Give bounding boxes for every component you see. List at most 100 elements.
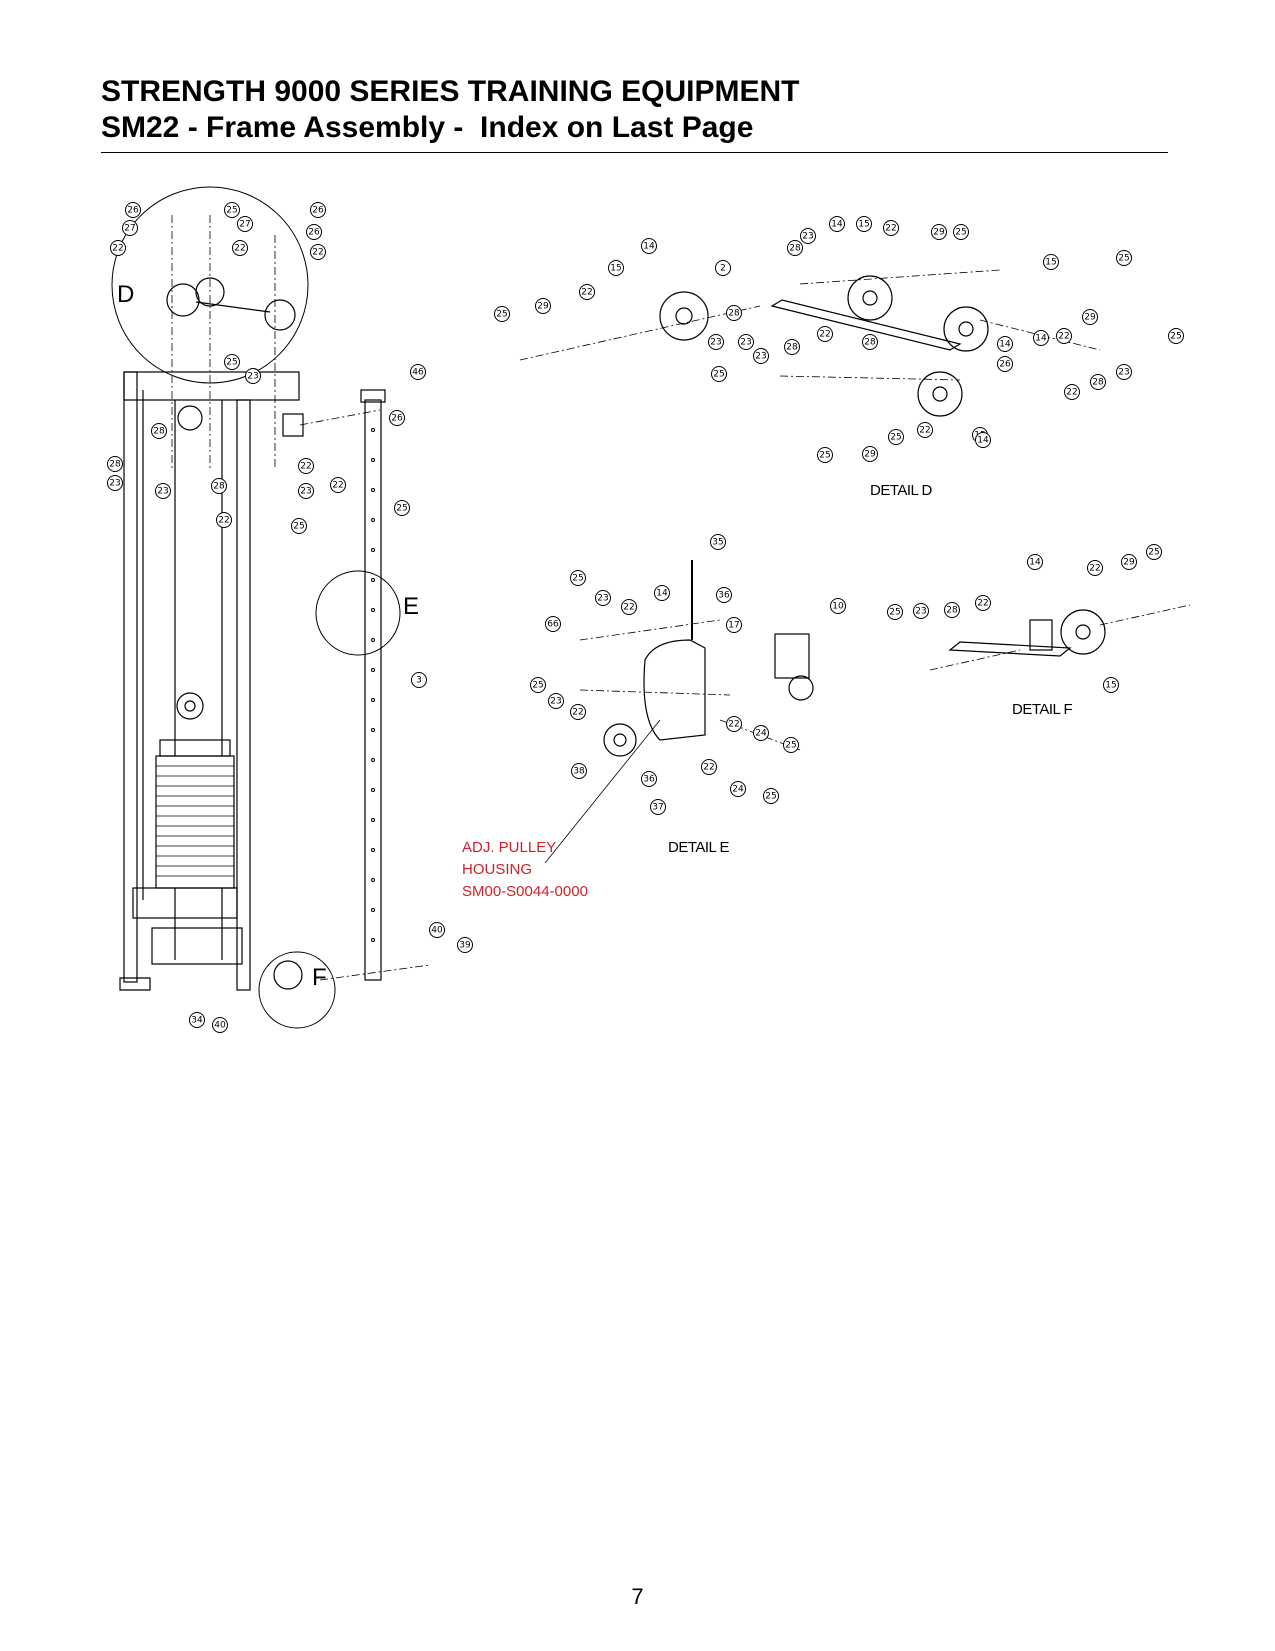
callout-detail-d-29: 29: [535, 298, 551, 314]
callout-detail-f-25: 25: [887, 604, 903, 620]
detail-d-marker: D: [117, 281, 134, 308]
svg-text:28: 28: [1092, 378, 1104, 388]
svg-text:23: 23: [755, 352, 766, 362]
svg-text:15: 15: [1105, 681, 1116, 691]
callout-detail-e-37: 37: [650, 799, 666, 815]
callout-detail-d-22: 22: [1064, 384, 1080, 400]
svg-text:25: 25: [890, 433, 901, 443]
callout-detail-e-25: 25: [570, 570, 586, 586]
detail-f-label: DETAIL F: [1012, 701, 1073, 718]
callout-detail-d-14: 14: [1033, 330, 1049, 346]
svg-text:25: 25: [1118, 254, 1129, 264]
svg-text:25: 25: [955, 228, 966, 238]
top-pulley: [177, 405, 203, 431]
svg-text:29: 29: [933, 228, 945, 238]
callout-main-25: 25: [224, 354, 240, 370]
svg-text:23: 23: [247, 372, 258, 382]
callout-detail-d-23: 23: [1116, 364, 1132, 380]
svg-text:17: 17: [728, 621, 739, 631]
frame-right-post: [236, 399, 251, 991]
svg-text:34: 34: [191, 1016, 203, 1026]
svg-text:35: 35: [712, 538, 723, 548]
callout-detail-d-14: 14: [997, 336, 1013, 352]
svg-text:14: 14: [831, 220, 843, 230]
callout-detail-d-28: 28: [726, 305, 742, 321]
callout-detail-d-28: 28: [787, 240, 803, 256]
svg-text:22: 22: [885, 224, 896, 234]
svg-text:23: 23: [1118, 368, 1129, 378]
callout-detail-d-26: 26: [997, 356, 1013, 372]
page-number: 7: [631, 1584, 644, 1609]
callout-detail-d-14: 14: [829, 216, 845, 232]
callout-detail-e-22: 22: [701, 759, 717, 775]
callout-detail-e-23: 23: [548, 693, 564, 709]
svg-text:29: 29: [864, 450, 876, 460]
callout-main-22: 22: [310, 244, 326, 260]
callout-detail-d-22: 22: [883, 220, 899, 236]
callout-detail-d-23: 23: [753, 348, 769, 364]
callout-main-46: 46: [410, 364, 426, 380]
callout-detail-d-22: 22: [579, 284, 595, 300]
detail-f-pulley: [1060, 609, 1106, 655]
callout-detail-f-22: 22: [975, 595, 991, 611]
svg-text:25: 25: [572, 574, 583, 584]
callout-detail-e-14: 14: [654, 585, 670, 601]
svg-text:25: 25: [226, 358, 237, 368]
svg-text:25: 25: [226, 206, 237, 216]
svg-text:15: 15: [610, 264, 621, 274]
svg-text:22: 22: [728, 720, 739, 730]
frame-left-post: [123, 371, 138, 983]
svg-text:22: 22: [703, 763, 714, 773]
svg-text:26: 26: [391, 414, 403, 424]
callout-main-26: 26: [310, 202, 326, 218]
callout-detail-f-15: 15: [1103, 677, 1119, 693]
note-line-2: HOUSING: [462, 861, 533, 878]
svg-text:28: 28: [864, 338, 876, 348]
callout-main-27: 27: [237, 216, 253, 232]
callout-main-28: 28: [151, 423, 167, 439]
svg-text:2: 2: [720, 264, 726, 274]
svg-text:36: 36: [718, 591, 730, 601]
svg-text:25: 25: [396, 504, 407, 514]
svg-text:28: 28: [786, 343, 798, 353]
callout-main-22: 22: [298, 458, 314, 474]
callout-detail-d-28: 28: [862, 334, 878, 350]
document-subtitle: SM22 - Frame Assembly - Index on Last Pa…: [101, 111, 754, 144]
frame-top-bracket: [282, 413, 304, 437]
svg-text:23: 23: [740, 338, 751, 348]
callout-main-23: 23: [155, 483, 171, 499]
detail-d-axle-bar: [770, 299, 962, 351]
callout-main-22: 22: [232, 240, 248, 256]
svg-text:22: 22: [819, 330, 830, 340]
detail-e-pulley: [603, 723, 637, 757]
callout-detail-e-24: 24: [730, 781, 746, 797]
svg-text:14: 14: [656, 589, 668, 599]
svg-text:23: 23: [109, 479, 120, 489]
callout-main-28: 28: [211, 478, 227, 494]
detail-e-marker: E: [403, 593, 419, 620]
callout-main-22: 22: [330, 477, 346, 493]
detail-d-pulley-1: [659, 291, 709, 341]
foot-plate: [151, 927, 243, 965]
callout-detail-f-22: 22: [1087, 560, 1103, 576]
callout-main-25: 25: [394, 500, 410, 516]
svg-text:40: 40: [214, 1021, 226, 1031]
callout-detail-d-25: 25: [494, 306, 510, 322]
callout-main-3: 3: [411, 672, 427, 688]
callout-main-23: 23: [107, 475, 123, 491]
top-plate: [159, 739, 231, 757]
callout-detail-f-23: 23: [913, 603, 929, 619]
callout-detail-e-36: 36: [716, 587, 732, 603]
svg-text:25: 25: [293, 522, 304, 532]
svg-text:22: 22: [1058, 332, 1069, 342]
callout-detail-e-38: 38: [571, 763, 587, 779]
svg-text:26: 26: [312, 206, 324, 216]
svg-text:26: 26: [999, 360, 1011, 370]
svg-text:15: 15: [1045, 258, 1056, 268]
svg-text:25: 25: [819, 451, 830, 461]
svg-text:25: 25: [785, 741, 796, 751]
svg-text:22: 22: [1066, 388, 1077, 398]
svg-text:23: 23: [157, 487, 168, 497]
callout-detail-e-36: 36: [641, 771, 657, 787]
detail-d-pulley-2: [847, 275, 893, 321]
